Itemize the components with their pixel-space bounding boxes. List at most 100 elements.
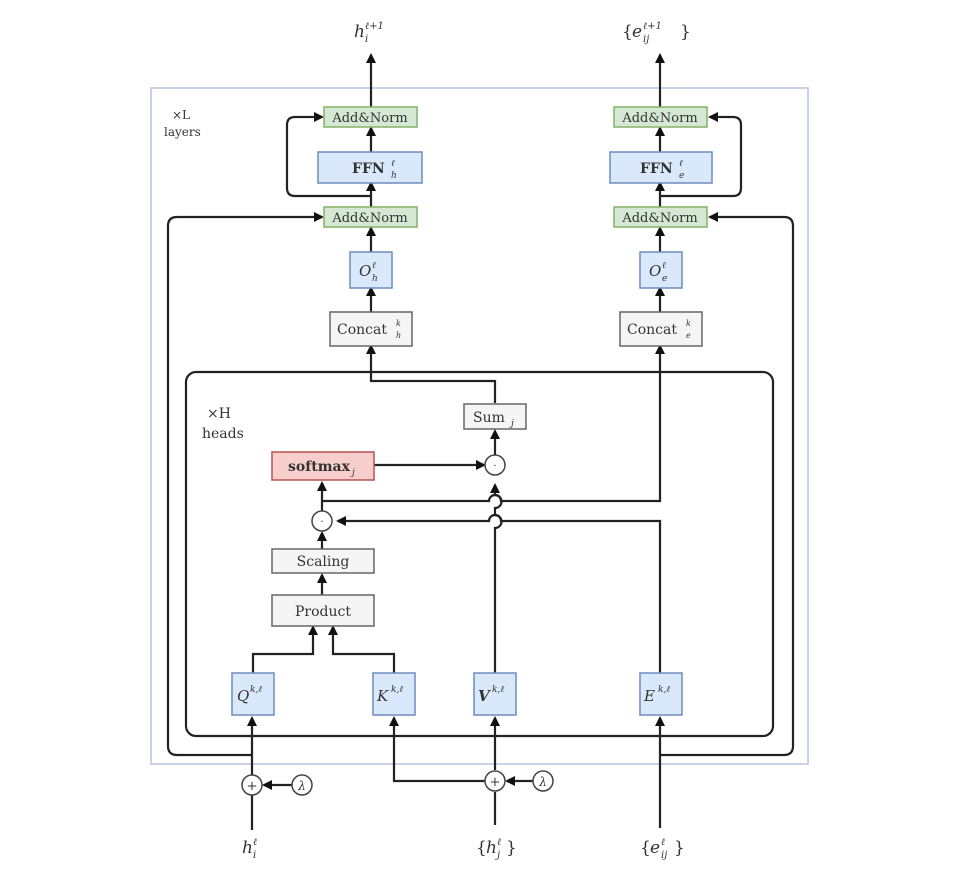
svg-text:·: · bbox=[320, 517, 323, 528]
addnorm-e-top: Add&Norm bbox=[613, 106, 708, 128]
svg-text:Add&Norm: Add&Norm bbox=[331, 211, 407, 226]
plus-op-i: + bbox=[241, 774, 263, 796]
svg-text:Concat: Concat bbox=[337, 322, 387, 338]
ffn-e: FFN ℓ e bbox=[609, 151, 713, 184]
e-projection: E k,ℓ bbox=[639, 672, 683, 716]
heads-frame bbox=[184, 370, 775, 738]
svg-text:O: O bbox=[649, 262, 661, 280]
svg-text:h: h bbox=[372, 274, 378, 284]
addnorm-h-top: Add&Norm bbox=[323, 106, 418, 128]
svg-text:softmax: softmax bbox=[288, 459, 351, 475]
svg-text:e: e bbox=[686, 331, 691, 340]
svg-text:Product: Product bbox=[295, 604, 351, 620]
o-e: O ℓ e bbox=[639, 251, 683, 289]
svg-text:j: j bbox=[509, 419, 514, 429]
svg-text:Q: Q bbox=[237, 687, 249, 705]
svg-text:k,ℓ: k,ℓ bbox=[250, 685, 262, 695]
svg-text:ℓ: ℓ bbox=[391, 159, 395, 169]
svg-text:K: K bbox=[376, 687, 389, 705]
k-projection: K k,ℓ bbox=[372, 672, 416, 716]
svg-text:O: O bbox=[359, 262, 371, 280]
svg-text:·: · bbox=[493, 461, 496, 472]
svg-text:h: h bbox=[354, 22, 365, 42]
concat-h: Concat k h bbox=[329, 311, 413, 347]
svg-text:FFN: FFN bbox=[352, 161, 385, 177]
wire-plus-k bbox=[389, 716, 485, 783]
svg-text:Add&Norm: Add&Norm bbox=[331, 111, 407, 126]
input-hj-label: { h ℓ j } bbox=[476, 837, 517, 861]
product: Product bbox=[271, 594, 375, 627]
svg-text:Add&Norm: Add&Norm bbox=[621, 111, 697, 126]
svg-text:e: e bbox=[662, 274, 667, 284]
svg-text:e: e bbox=[632, 22, 642, 42]
svg-text:V: V bbox=[478, 687, 491, 705]
dot-op-values: · bbox=[484, 454, 506, 476]
svg-text:j: j bbox=[350, 468, 355, 478]
sum-j: Sum j bbox=[463, 403, 527, 430]
wire-q-product bbox=[251, 625, 318, 673]
svg-text:k: k bbox=[396, 319, 401, 328]
wire-e-attn-residual bbox=[660, 212, 795, 757]
wire-e-ffn-residual bbox=[660, 112, 743, 198]
svg-text:ℓ: ℓ bbox=[372, 261, 376, 271]
svg-text:h: h bbox=[396, 331, 401, 340]
svg-text:k,ℓ: k,ℓ bbox=[391, 685, 403, 695]
svg-text:ℓ: ℓ bbox=[679, 159, 683, 169]
q-projection: Q k,ℓ bbox=[231, 672, 275, 716]
wire-k-product bbox=[328, 625, 396, 673]
wire-e-dot1 bbox=[336, 513, 662, 673]
svg-text:}: } bbox=[680, 22, 691, 42]
lambda-j: λ bbox=[532, 770, 554, 792]
svg-text:e: e bbox=[679, 171, 684, 181]
svg-text:{: { bbox=[622, 22, 633, 42]
wire-h-attn-residual bbox=[166, 212, 324, 757]
v-projection: V k,ℓ bbox=[473, 672, 517, 716]
svg-text:k: k bbox=[686, 319, 691, 328]
svg-text:Concat: Concat bbox=[627, 322, 677, 338]
ffn-h: FFN ℓ h bbox=[317, 151, 423, 184]
svg-text:k,ℓ: k,ℓ bbox=[658, 685, 670, 695]
o-h: O ℓ h bbox=[349, 251, 393, 289]
svg-text:λ: λ bbox=[538, 775, 547, 789]
svg-text:E: E bbox=[643, 687, 655, 705]
svg-text:+: + bbox=[490, 775, 501, 790]
svg-text:h: h bbox=[391, 171, 397, 181]
input-hi-label: h ℓ i bbox=[242, 837, 257, 861]
svg-text:λ: λ bbox=[297, 779, 306, 793]
svg-text:i: i bbox=[365, 34, 368, 45]
svg-text:ℓ: ℓ bbox=[253, 837, 257, 848]
svg-text:ℓ: ℓ bbox=[662, 261, 666, 271]
concat-e: Concat k e bbox=[619, 311, 703, 347]
svg-text:{: { bbox=[640, 838, 651, 858]
input-eij-label: { e ℓ ij } bbox=[640, 837, 685, 861]
layers-repeat-symbol: ×L bbox=[172, 108, 190, 122]
wire-h-ffn-residual bbox=[285, 112, 371, 198]
layers-frame bbox=[150, 87, 809, 765]
svg-text:ij: ij bbox=[643, 34, 649, 45]
svg-text:ℓ: ℓ bbox=[497, 837, 501, 848]
softmax-j: softmax j bbox=[271, 451, 375, 481]
svg-text:ℓ+1: ℓ+1 bbox=[365, 21, 384, 32]
svg-text:i: i bbox=[253, 850, 256, 861]
heads-repeat-symbol: ×H bbox=[207, 406, 231, 422]
output-e-label: { e ℓ+1 ij } bbox=[622, 21, 691, 45]
output-h-label: h ℓ+1 i bbox=[354, 21, 384, 45]
svg-text:ℓ: ℓ bbox=[661, 837, 665, 848]
heads-repeat-label: heads bbox=[202, 426, 244, 442]
svg-text:ij: ij bbox=[661, 850, 667, 861]
layers-repeat-label: layers bbox=[164, 125, 201, 139]
svg-text:ℓ+1: ℓ+1 bbox=[643, 21, 662, 32]
svg-text:e: e bbox=[650, 838, 660, 858]
svg-text:h: h bbox=[242, 838, 253, 858]
plus-op-j: + bbox=[484, 770, 506, 792]
dot-op-scores: · bbox=[311, 510, 333, 532]
wire-sum-concath bbox=[366, 344, 497, 403]
svg-text:}: } bbox=[506, 838, 517, 858]
svg-text:j: j bbox=[495, 850, 500, 861]
wire-v-dot2 bbox=[490, 483, 503, 673]
svg-text:{: { bbox=[476, 838, 487, 858]
addnorm-h-bottom: Add&Norm bbox=[323, 206, 418, 228]
svg-text:}: } bbox=[674, 838, 685, 858]
svg-text:Scaling: Scaling bbox=[297, 554, 350, 570]
